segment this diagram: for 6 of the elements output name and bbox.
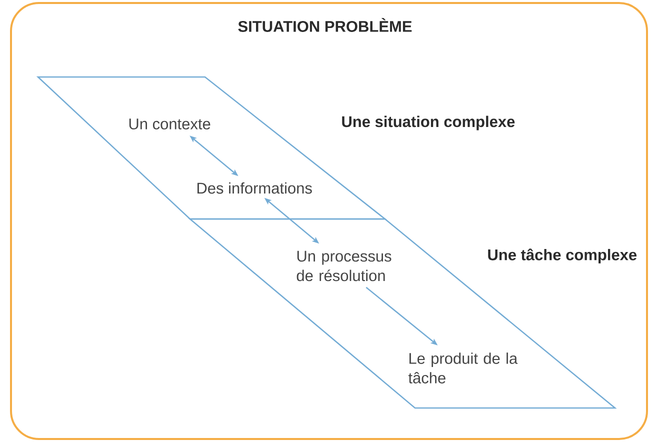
text-label: Un contexte <box>129 118 210 130</box>
text-label: Un processus de résolution <box>296 250 392 282</box>
side-label: Une situation complexe <box>342 116 515 130</box>
side-label: Une tâche complexe <box>488 248 637 264</box>
text-label: Le produit de la tâche <box>408 352 518 384</box>
text-label: Des informations <box>197 182 312 194</box>
